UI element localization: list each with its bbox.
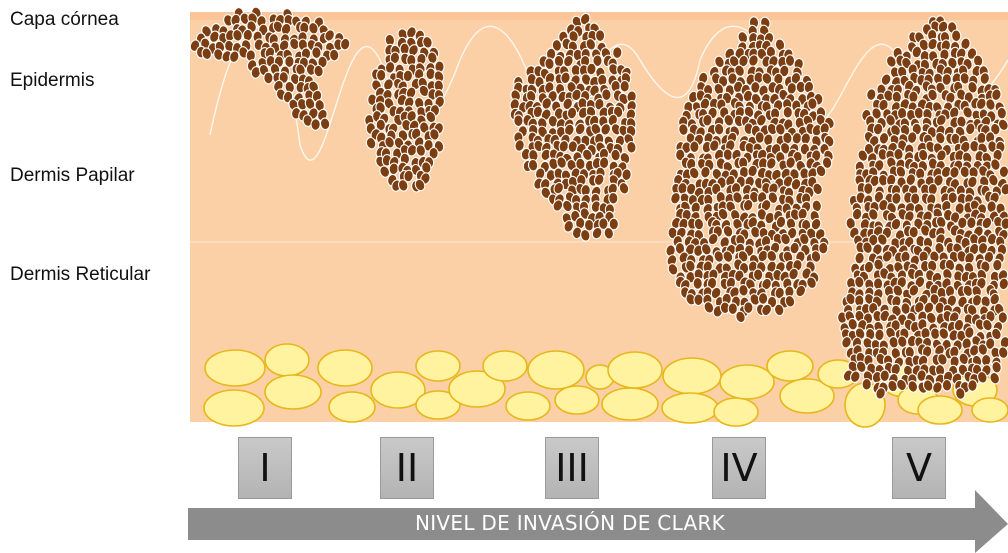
melanoma-cell: [909, 91, 918, 103]
fat-cell: [506, 392, 550, 420]
melanoma-cell: [862, 378, 871, 390]
fat-cell: [265, 375, 321, 409]
melanoma-cell: [758, 292, 768, 304]
fat-cell: [555, 386, 599, 414]
label-papillary-dermis: Dermis Papilar: [10, 165, 135, 187]
melanoma-cell: [694, 294, 704, 306]
fat-cell: [663, 358, 721, 394]
melanoma-cell: [595, 30, 604, 42]
fat-cell: [602, 388, 658, 420]
melanoma-cell: [785, 55, 795, 67]
label-reticular-dermis: Dermis Reticular: [10, 264, 150, 286]
melanoma-cell: [864, 183, 874, 195]
melanoma-cell: [997, 107, 1007, 119]
fat-cell: [318, 350, 372, 386]
melanoma-cell: [951, 30, 961, 42]
clark-level-2: II: [380, 437, 434, 499]
clark-level-3: III: [545, 437, 599, 499]
fat-cell: [265, 344, 309, 376]
clark-level-4: IV: [712, 437, 766, 499]
fat-cell: [918, 396, 962, 424]
fat-cell: [205, 350, 265, 386]
fat-cell: [204, 390, 264, 426]
clark-level-1: I: [238, 437, 292, 499]
fat-cell: [972, 398, 1008, 422]
melanoma-cell: [783, 106, 792, 118]
melanoma-cell: [311, 118, 321, 130]
melanoma-cell: [612, 46, 622, 58]
melanoma-cell: [753, 269, 763, 281]
melanoma-cell: [693, 278, 702, 290]
fat-cell: [767, 351, 813, 381]
melanoma-cell: [819, 242, 829, 254]
melanoma-cell: [744, 302, 753, 314]
arrow-label: NIVEL DE INVASIÓN DE CLARK: [360, 511, 780, 535]
clark-level-5: V: [892, 437, 946, 499]
label-epidermis: Epidermis: [10, 70, 94, 92]
label-stratum-corneum: Capa córnea: [10, 9, 119, 31]
melanoma-cell: [894, 148, 904, 160]
fat-cell: [714, 398, 758, 426]
fat-cell: [720, 365, 774, 399]
fat-cell: [608, 352, 662, 388]
melanoma-cell: [620, 81, 629, 93]
melanoma-cell: [264, 72, 274, 84]
melanoma-cell: [808, 98, 818, 110]
melanoma-cell: [942, 379, 952, 391]
melanoma-cell: [608, 192, 618, 204]
fat-cell: [483, 351, 527, 381]
fat-cell: [662, 393, 718, 423]
fat-cell: [528, 351, 584, 389]
fat-cell: [329, 392, 375, 422]
melanoma-cell: [601, 88, 611, 100]
melanoma-cell: [514, 115, 524, 127]
melanoma-cell: [376, 69, 385, 81]
melanoma-cell: [968, 379, 978, 391]
fat-cell: [416, 351, 460, 381]
melanoma-cell: [992, 259, 1002, 271]
melanoma-cell: [690, 141, 699, 153]
melanoma-cell: [873, 278, 883, 290]
stratum-corneum-band: [190, 12, 1008, 20]
